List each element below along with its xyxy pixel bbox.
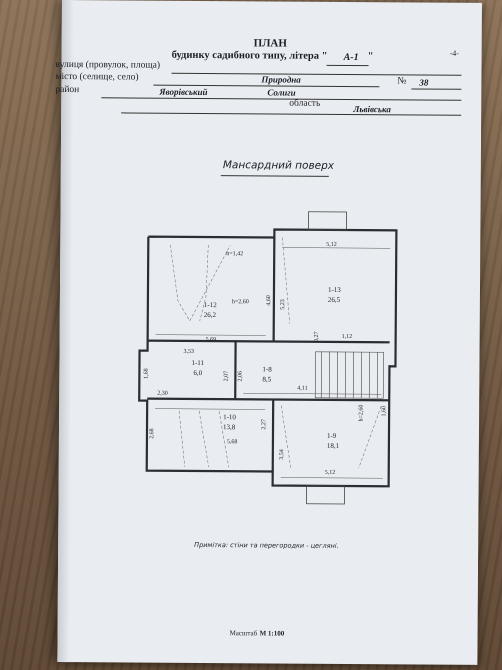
dim-112: 1,12 [341, 333, 353, 341]
dim-h142: h=1,42 [226, 251, 244, 258]
dim-027: 0,27 [313, 331, 320, 343]
dim-h260-b: h=2,60 [358, 404, 365, 422]
wall-1-13-bottom [273, 340, 390, 344]
dim-460: 4,60 [266, 295, 273, 306]
wall-1-12-bottom [147, 339, 274, 343]
room-1-11-area: 6,0 [193, 368, 203, 377]
window-top [307, 211, 347, 231]
dim-512-bottom: 5,12 [324, 469, 336, 476]
room-1-9-id: 1-9 [326, 431, 337, 440]
dim-411: 4,11 [297, 385, 308, 392]
roof-slope-lines [170, 237, 382, 469]
room-1-9-area: 18,1 [326, 441, 340, 450]
dim-168: 1,68 [143, 368, 150, 379]
dim-512-top: 5,12 [326, 241, 337, 248]
wall-1-8-bottom [273, 398, 390, 402]
scale-label: Масштаб [229, 629, 258, 638]
room-1-8-area: 8,5 [262, 375, 272, 384]
plan-note: Примітка: стіни та перегородки - цегляні… [194, 540, 339, 550]
dim-207: 2,07 [223, 370, 230, 382]
dim-268: 2,68 [149, 428, 156, 439]
window-bottom [306, 485, 346, 505]
dim-353: 3,53 [183, 348, 195, 355]
room-1-10-area: 13,8 [222, 423, 236, 432]
floor-plan-drawing [138, 211, 398, 505]
dim-569: 5,69 [205, 337, 217, 344]
dim-230: 2,30 [157, 390, 168, 397]
room-1-13-id: 1-13 [327, 285, 341, 294]
document-page: ПЛАН -4- будинку садибного типу, літера … [55, 0, 482, 665]
room-1-12-id: 1-12 [203, 300, 217, 310]
dim-h260-a: h=2,60 [231, 299, 249, 306]
outer-walls [138, 228, 398, 488]
dimension-lines [155, 247, 391, 479]
room-1-11-id: 1-11 [191, 358, 205, 368]
wall-1-11-bottom [147, 397, 274, 401]
dim-160: 1,60 [381, 405, 388, 417]
dim-568: 5,68 [226, 439, 238, 446]
wall-1-10-1-9 [271, 399, 275, 472]
room-1-10-id: 1-10 [223, 413, 236, 422]
dim-227: 2,27 [261, 419, 268, 430]
room-1-12-area: 26,2 [203, 310, 217, 320]
room-1-8-id: 1-8 [262, 365, 272, 374]
scale-value: М 1:100 [259, 629, 285, 638]
dim-354: 3,54 [279, 449, 286, 460]
room-1-13-area: 26,5 [327, 295, 341, 304]
wall-1-12-1-13 [272, 237, 276, 342]
dim-206: 2,06 [237, 370, 244, 382]
staircase [314, 351, 384, 399]
dim-523: 5,23 [280, 299, 287, 310]
